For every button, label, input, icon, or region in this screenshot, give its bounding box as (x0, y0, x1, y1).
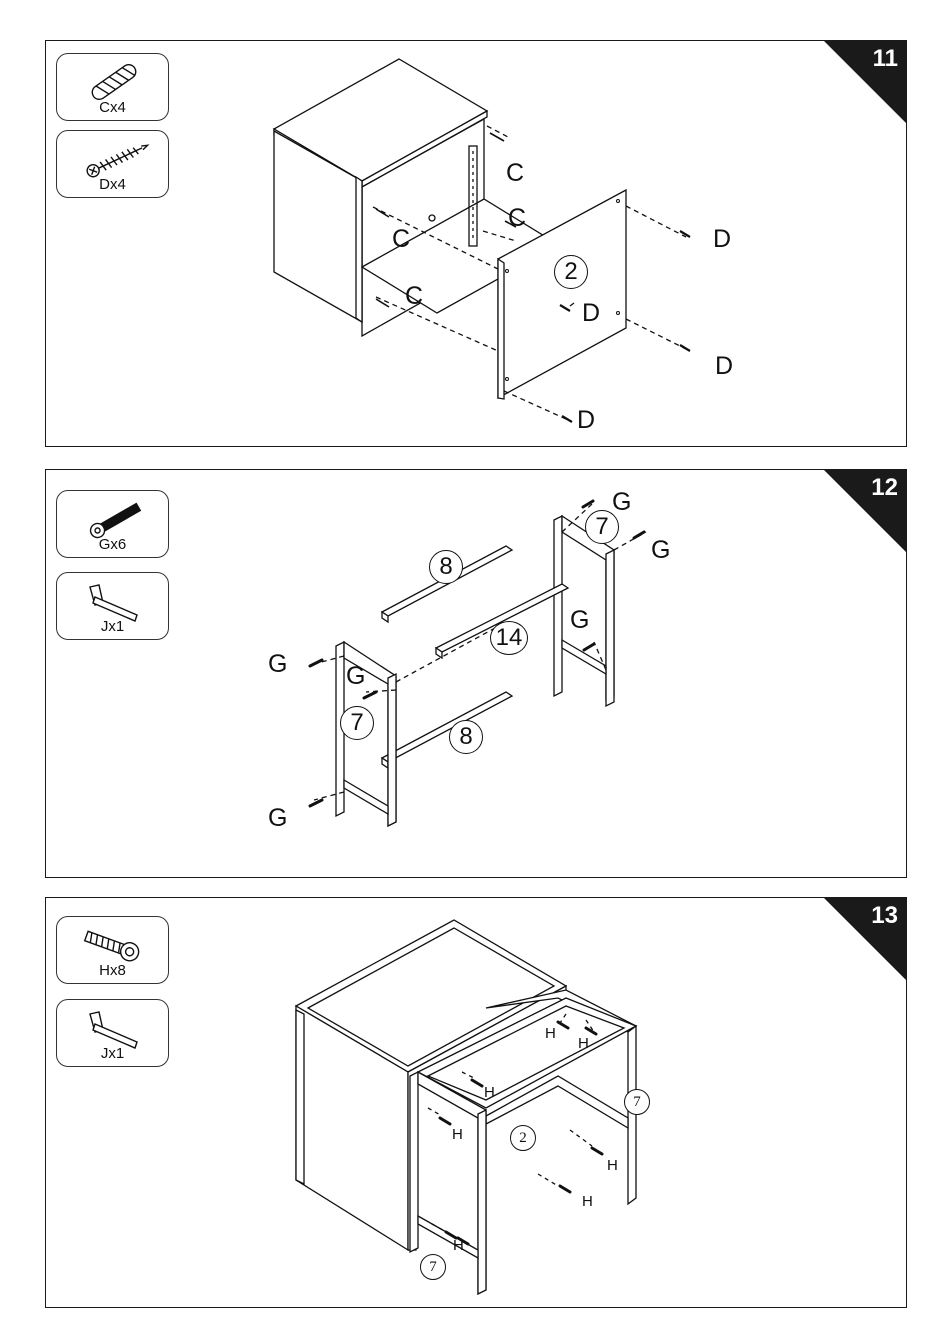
callout-panel-2: 2 (510, 1125, 536, 1151)
label-c: C (405, 284, 423, 309)
step-11-panel: 11 Cx4 Dx4 (45, 40, 907, 447)
step-12-panel: 12 Gx6 Jx1 (45, 469, 907, 878)
label-g: G (570, 608, 589, 633)
label-c: C (392, 227, 410, 252)
cabinet-assembly-drawing (46, 41, 907, 447)
label-h: H (582, 1194, 593, 1209)
callout-frame-7: 7 (585, 510, 619, 544)
callout-frame-7: 7 (624, 1089, 650, 1115)
label-d: D (577, 408, 595, 433)
callout-crossbar-14: 14 (490, 621, 528, 655)
callout-rail-8: 8 (449, 720, 483, 754)
label-h: H (453, 1238, 464, 1253)
label-g: G (346, 664, 365, 689)
step-13-panel: 13 Hx8 Jx1 (45, 897, 907, 1308)
label-h: H (484, 1085, 495, 1100)
label-h: H (545, 1026, 556, 1041)
label-g: G (268, 806, 287, 831)
label-c: C (508, 206, 526, 231)
callout-frame-7: 7 (420, 1254, 446, 1280)
frame-to-cabinet-drawing (46, 898, 907, 1308)
frame-assembly-drawing (46, 470, 907, 878)
label-g: G (268, 652, 287, 677)
label-c: C (506, 161, 524, 186)
label-g: G (612, 490, 631, 515)
label-h: H (452, 1127, 463, 1142)
label-h: H (578, 1036, 589, 1051)
callout-frame-7: 7 (340, 706, 374, 740)
callout-panel-2: 2 (554, 255, 588, 289)
label-d: D (713, 227, 731, 252)
label-d: D (715, 354, 733, 379)
label-h: H (607, 1158, 618, 1173)
label-d: D (582, 301, 600, 326)
label-g: G (651, 538, 670, 563)
callout-rail-8: 8 (429, 550, 463, 584)
